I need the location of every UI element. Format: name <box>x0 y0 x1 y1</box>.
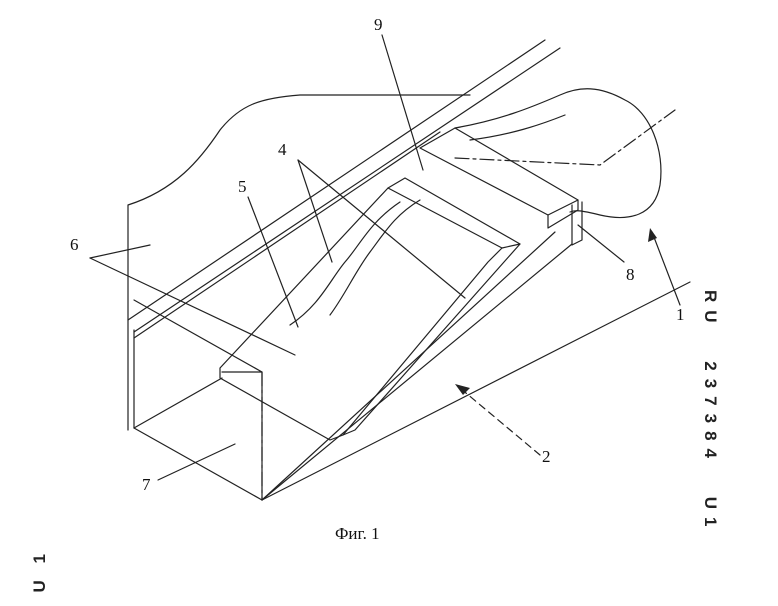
body-outline <box>127 94 471 431</box>
rail-upper <box>127 39 546 321</box>
rail-upper-2 <box>133 47 561 333</box>
wedge-inner-curve-2 <box>329 199 421 316</box>
leader-6b <box>89 257 296 356</box>
figure-caption: Фиг. 1 <box>335 524 380 543</box>
wedge-side-edge <box>342 243 521 436</box>
patent-kind-corner: U 1 <box>30 548 49 593</box>
arrow-1 <box>648 228 657 242</box>
wedge-plate <box>219 187 503 441</box>
hose-inner <box>469 114 566 141</box>
leader-6a <box>89 244 151 259</box>
leader-2 <box>459 387 541 456</box>
leader-4b <box>297 159 466 299</box>
callout-9: 9 <box>374 15 383 34</box>
wedge-inner-curve <box>289 201 401 326</box>
base-box-top <box>133 377 223 429</box>
rail-lower <box>133 131 441 339</box>
leader-8 <box>577 224 625 263</box>
leader-9 <box>381 34 424 171</box>
nozzle-side <box>571 201 583 246</box>
arrow-2 <box>455 384 470 395</box>
hose-outline <box>454 88 662 219</box>
callout-5: 5 <box>238 177 247 196</box>
callout-6: 6 <box>70 235 79 254</box>
ramp-line-1 <box>261 231 556 501</box>
leader-5 <box>247 196 299 328</box>
ramp-line-3 <box>261 281 691 501</box>
nozzle-top <box>419 127 579 216</box>
callout-2: 2 <box>542 447 551 466</box>
center-line-axis <box>454 109 676 166</box>
callout-4: 4 <box>278 140 287 159</box>
patent-number: RU 237384 U1 <box>701 290 720 535</box>
callout-1: 1 <box>676 305 685 324</box>
leader-1 <box>651 231 681 306</box>
callout-8: 8 <box>626 265 635 284</box>
wedge-top-edge <box>387 177 521 249</box>
leader-4a <box>297 159 333 263</box>
leader-7 <box>157 443 236 481</box>
nozzle-front <box>547 199 579 229</box>
callout-7: 7 <box>142 475 151 494</box>
ramp-line-2 <box>261 243 573 501</box>
